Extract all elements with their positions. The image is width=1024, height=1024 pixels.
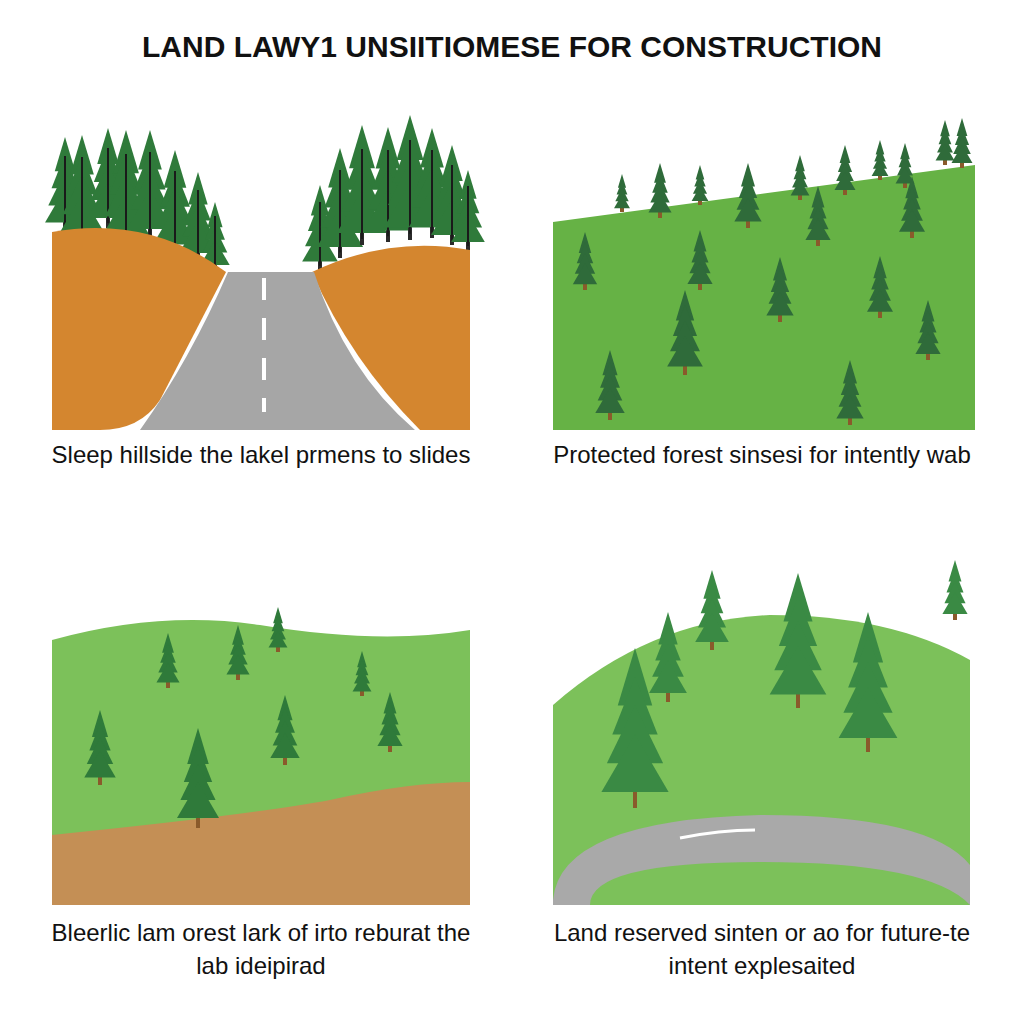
panel-caption: Sleep hillside the lakel prmens to slide… (51, 438, 471, 471)
reserved-panel (553, 560, 970, 905)
panel-caption: Land reserved sinten or ao for future-te… (552, 916, 972, 982)
hillside-panel (45, 115, 485, 430)
panel-caption: Protected forest sinsesi for intently wa… (552, 438, 972, 471)
diagram-title: LAND LAWY1 UNSIITIOMESE FOR CONSTRUCTION (12, 30, 1012, 64)
panel-caption: Bleerlic lam orest lark of irto reburat … (51, 916, 471, 982)
forest-panel (553, 118, 975, 430)
soil-panel (52, 607, 470, 905)
